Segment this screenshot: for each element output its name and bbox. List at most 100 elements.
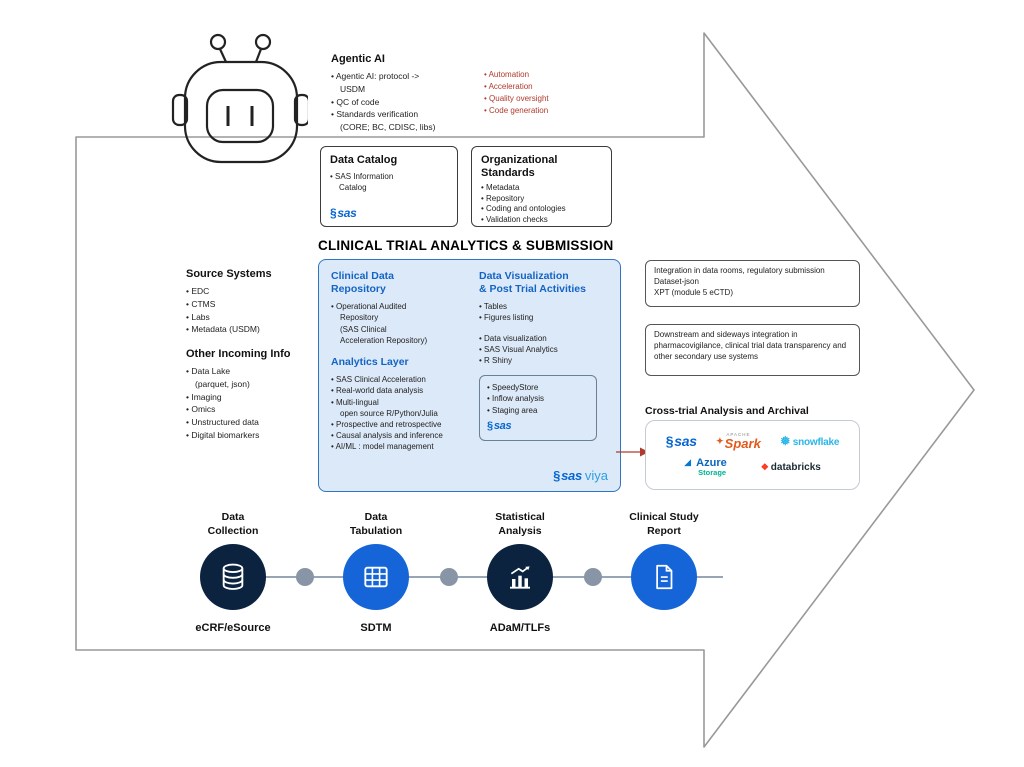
list-item: Standards verification (CORE; BC, CDISC,… [331,108,481,134]
org-standards-title: Organizational Standards [481,154,558,180]
downstream-integration-note: Downstream and sideways integration in p… [645,324,860,376]
list-item: Figures listing [479,312,615,323]
list-item: Unstructured data [186,416,311,429]
list-item: Prospective and retrospective [331,419,479,430]
list-item: Omics [186,403,311,416]
list-item: Validation checks [481,215,602,225]
sas-swoosh-icon: § [553,468,561,483]
cross-trial-title: Cross-trial Analysis and Archival [645,405,809,417]
logo-row: ◢ Azure Storage ❖databricks [656,457,849,477]
list-item: SAS Clinical Acceleration [331,374,479,385]
stage-circle-statistical-analysis [487,544,553,610]
staging-list: SpeedyStoreInflow analysisStaging area [487,382,589,416]
list-item: Metadata [481,183,602,193]
list-item: Digital biomarkers [186,429,311,442]
list-item: Data Lake (parquet, json) [186,365,311,391]
list-item: Coding and ontologies [481,204,602,214]
pipeline-dot [584,568,602,586]
stage-circle-clinical-study-report [631,544,697,610]
regulatory-integration-note: Integration in data rooms, regulatory su… [645,260,860,307]
sas-swoosh-icon: § [665,433,674,450]
list-item: SpeedyStore [487,382,589,393]
stage-label-clinical-study-report: Clinical Study Report [629,511,699,537]
org-standards-box: Organizational Standards MetadataReposit… [471,146,612,227]
data-visualization-list-b: Data visualizationSAS Visual AnalyticsR … [479,333,615,367]
other-incoming-title: Other Incoming Info [186,348,291,360]
list-item: Agentic AI: protocol -> USDM [331,70,481,96]
stage-sublabel-ecrf: eCRF/eSource [195,622,271,634]
list-item: Quality oversight [484,93,604,105]
list-item: Imaging [186,391,311,404]
apache-label: APACHE [726,431,751,437]
source-systems-list: EDCCTMSLabsMetadata (USDM) [186,285,306,336]
list-item: Metadata (USDM) [186,323,306,336]
stage-label-data-collection: Data Collection [207,511,259,537]
sas-logo: §sas [665,433,697,450]
data-catalog-title: Data Catalog [330,154,398,166]
pipeline-dot [440,568,458,586]
list-item: Tables [479,301,615,312]
list-item: Acceleration [484,81,604,93]
azure-icon: ◢ [684,457,692,468]
analytics-layer-title: Analytics Layer [331,356,409,368]
spark-star-icon: ✦ [716,436,724,447]
list-item: Repository [481,194,602,204]
robot-icon [171,33,308,164]
clinical-data-repository-list: Operational Audited Repository (SAS Clin… [331,301,479,346]
list-item: EDC [186,285,306,298]
stage-circle-data-tabulation [343,544,409,610]
analytics-platform-box: Clinical Data Repository Operational Aud… [318,259,621,492]
stage-sublabel-sdtm: SDTM [360,622,392,634]
database-icon [222,563,244,590]
azure-storage-logo: ◢ Azure Storage [684,457,727,478]
staging-box: SpeedyStoreInflow analysisStaging area §… [479,375,597,441]
sas-logo: §sas [487,419,512,432]
data-visualization-list-a: TablesFigures listing [479,301,615,323]
stage-sublabel-adam-tlfs: ADaM/TLFs [489,622,551,634]
other-incoming-list: Data Lake (parquet, json)ImagingOmicsUns… [186,365,311,442]
table-icon [364,566,388,588]
databricks-logo: ❖databricks [760,461,821,473]
list-item: Real-world data analysis [331,385,479,396]
clinical-data-repository-title: Clinical Data Repository [331,270,395,296]
sas-swoosh-icon: § [487,419,493,432]
red-arrow-icon [616,447,649,457]
list-item: R Shiny [479,355,615,366]
pipeline-connector-line [233,576,723,578]
source-systems-title: Source Systems [186,268,272,280]
list-item: SAS Information Catalog [330,171,448,193]
analytics-layer-list: SAS Clinical AccelerationReal-world data… [331,374,479,452]
list-item: Data visualization [479,333,615,344]
pipeline-dot [296,568,314,586]
org-standards-list: MetadataRepositoryCoding and ontologiesV… [481,183,602,225]
list-item: Code generation [484,105,604,117]
page-title: CLINICAL TRIAL ANALYTICS & SUBMISSION [318,238,614,253]
list-item: Multi-lingual open source R/Python/Julia [331,397,479,419]
list-item: QC of code [331,96,481,109]
data-catalog-box: Data Catalog SAS Information Catalog §sa… [320,146,458,227]
list-item: Operational Audited Repository (SAS Clin… [331,301,479,346]
logo-row: §sas APACHE ✦Spark ❅ snowflake [656,431,849,452]
list-item: AI/ML : model management [331,441,479,452]
data-catalog-list: SAS Information Catalog [330,171,448,193]
document-icon [656,564,673,590]
list-item: Staging area [487,405,589,416]
agentic-ai-list: Agentic AI: protocol -> USDMQC of codeSt… [331,70,481,134]
stage-circle-data-collection [200,544,266,610]
list-item: SAS Visual Analytics [479,344,615,355]
list-item: Causal analysis and inference [331,430,479,441]
snowflake-icon: ❅ [780,434,791,449]
list-item: Inflow analysis [487,393,589,404]
list-item: Automation [484,69,604,81]
agentic-ai-title: Agentic AI [331,53,385,65]
stage-label-data-tabulation: Data Tabulation [349,511,403,537]
list-item: CTMS [186,298,306,311]
sas-swoosh-icon: § [330,206,337,220]
apache-spark-logo: APACHE ✦Spark [716,431,761,452]
databricks-icon: ❖ [760,461,769,472]
snowflake-logo: ❅ snowflake [780,434,840,449]
sas-logo: §sas [330,206,357,220]
stage-label-statistical-analysis: Statistical Analysis [495,511,545,537]
